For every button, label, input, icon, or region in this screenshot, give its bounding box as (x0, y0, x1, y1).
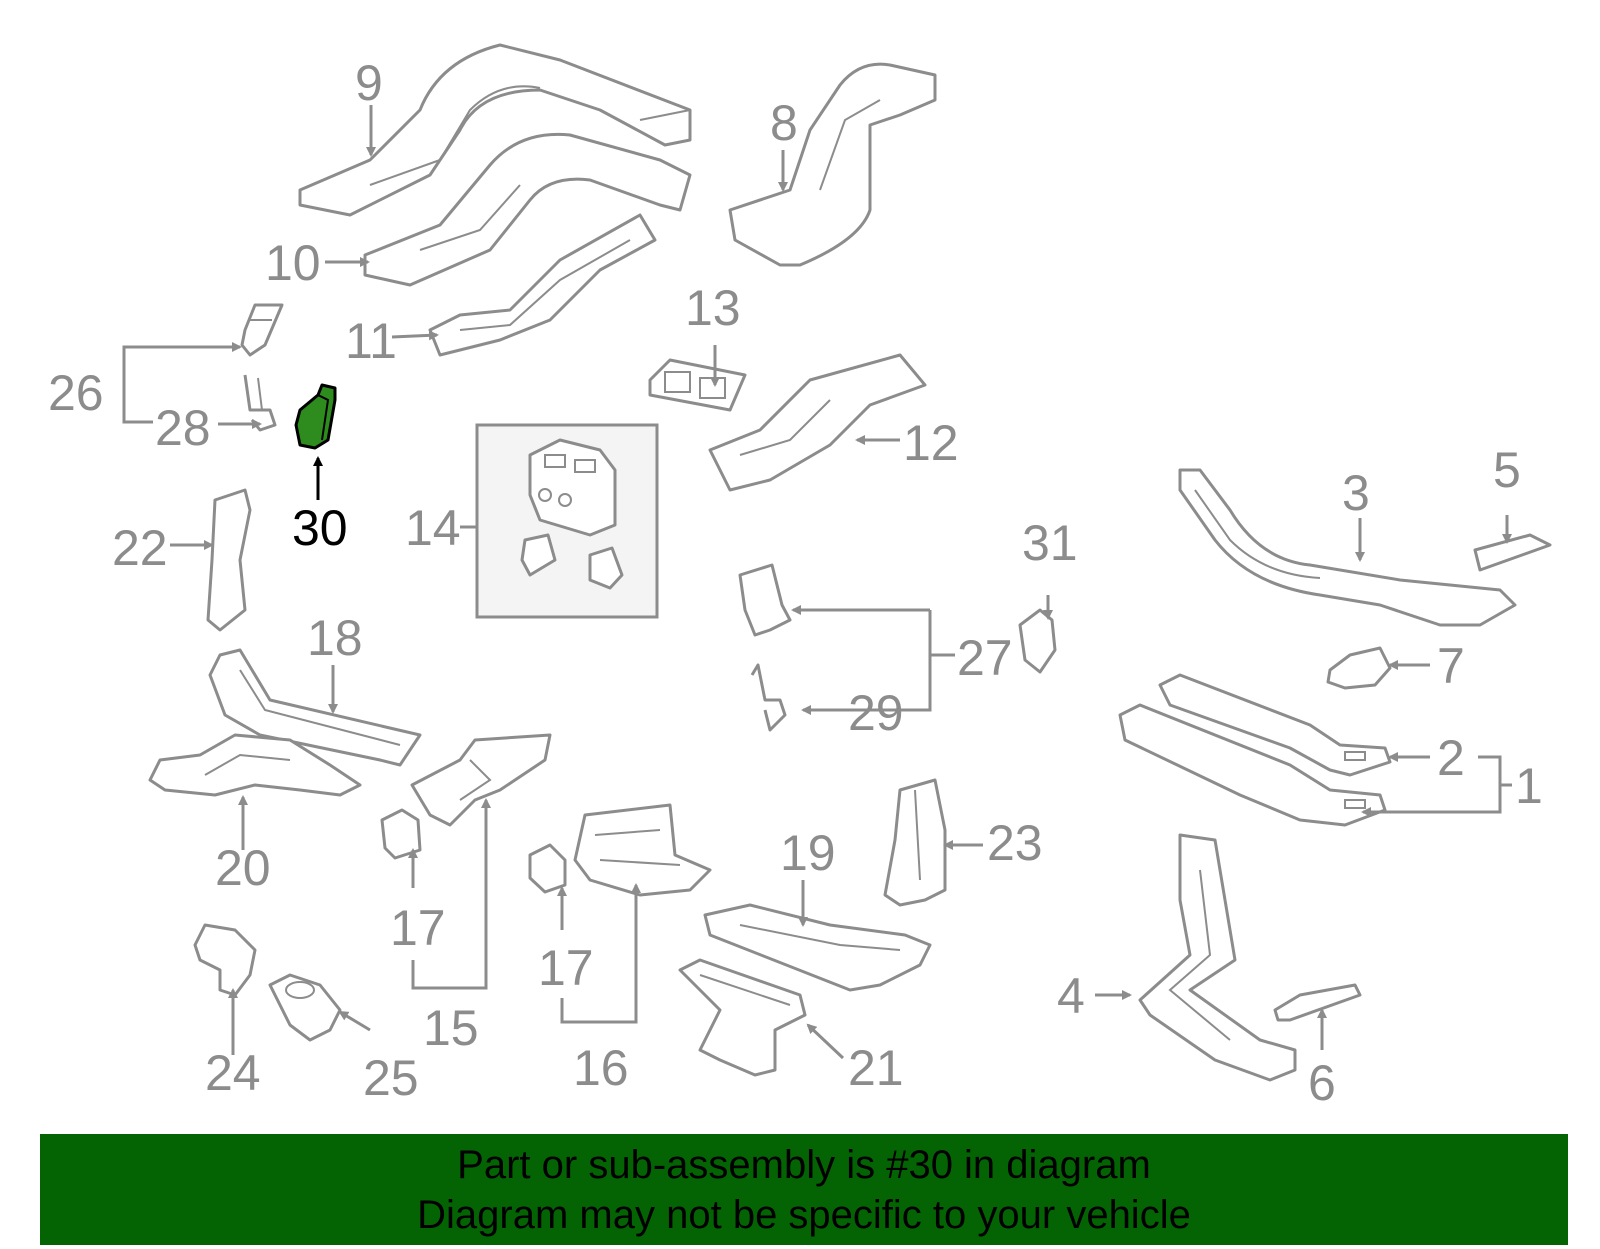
label-27: 27 (957, 630, 1013, 686)
label-25: 25 (363, 1050, 419, 1106)
label-13: 13 (685, 280, 741, 336)
label-12: 12 (903, 415, 959, 471)
label-26: 26 (48, 365, 104, 421)
label-17-mid: 17 (538, 940, 594, 996)
part-7-vent (1326, 646, 1392, 690)
part-5-trim (1473, 533, 1552, 572)
part-23-pillar (883, 778, 947, 907)
part-9-duct (298, 43, 692, 217)
part-8-duct (728, 62, 937, 267)
label-29: 29 (848, 685, 904, 741)
label-20: 20 (215, 840, 271, 896)
part-30-highlighted (294, 383, 337, 450)
label-4: 4 (1057, 968, 1085, 1024)
part-13-vent (648, 358, 747, 412)
part-24-vent (193, 923, 257, 997)
part-25-vent (268, 973, 342, 1042)
part-17-mid-bracket (528, 843, 567, 894)
part-26-bracket (240, 303, 284, 357)
part-21-duct (678, 958, 807, 1077)
label-21: 21 (848, 1040, 904, 1096)
label-3: 3 (1342, 465, 1370, 521)
part-27-bracket (738, 563, 792, 637)
part-16-housing (573, 803, 712, 897)
part-15-duct (410, 733, 552, 827)
label-2: 2 (1437, 730, 1465, 786)
label-30: 30 (292, 500, 348, 556)
label-15: 15 (423, 1000, 479, 1056)
part-28-clip (243, 374, 277, 432)
label-6: 6 (1308, 1055, 1336, 1111)
part-11-duct (428, 213, 657, 357)
label-17-left: 17 (390, 900, 446, 956)
callout-labels: 9 8 10 11 13 12 14 26 28 30 22 18 20 17 … (48, 55, 1543, 1111)
part-6-trim (1273, 983, 1362, 1022)
part-19-duct (703, 903, 932, 992)
part-12-duct (708, 353, 927, 492)
label-11: 11 (345, 313, 397, 369)
part-29-clip (750, 663, 787, 732)
part-22-pillar (206, 488, 252, 632)
info-banner: Part or sub-assembly is #30 in diagram D… (40, 1134, 1568, 1245)
part-1-duct (1118, 703, 1387, 827)
part-31-bracket (1018, 608, 1057, 674)
label-10: 10 (265, 235, 321, 291)
part-3-duct (1178, 468, 1517, 627)
label-9: 9 (355, 55, 383, 111)
banner-line-2: Diagram may not be specific to your vehi… (417, 1193, 1191, 1237)
leader-lines (122, 105, 1512, 1060)
part-20-duct (148, 733, 362, 797)
label-14: 14 (405, 500, 461, 556)
label-16: 16 (573, 1040, 629, 1096)
part-17-left-bracket (380, 808, 422, 860)
label-24: 24 (205, 1045, 261, 1101)
label-31: 31 (1022, 515, 1078, 571)
label-19: 19 (780, 825, 836, 881)
label-5: 5 (1493, 442, 1521, 498)
part-18-duct (208, 648, 422, 767)
part-14-inset (475, 423, 659, 619)
label-22: 22 (112, 520, 168, 576)
label-7: 7 (1437, 638, 1465, 694)
label-1: 1 (1515, 758, 1543, 814)
label-8: 8 (770, 95, 798, 151)
label-28: 28 (155, 400, 211, 456)
part-10-duct (363, 132, 692, 287)
part-4-duct (1138, 833, 1297, 1082)
banner-line-1: Part or sub-assembly is #30 in diagram (457, 1143, 1151, 1187)
part-2-duct (1158, 673, 1392, 777)
label-18: 18 (307, 610, 363, 666)
label-23: 23 (987, 815, 1043, 871)
